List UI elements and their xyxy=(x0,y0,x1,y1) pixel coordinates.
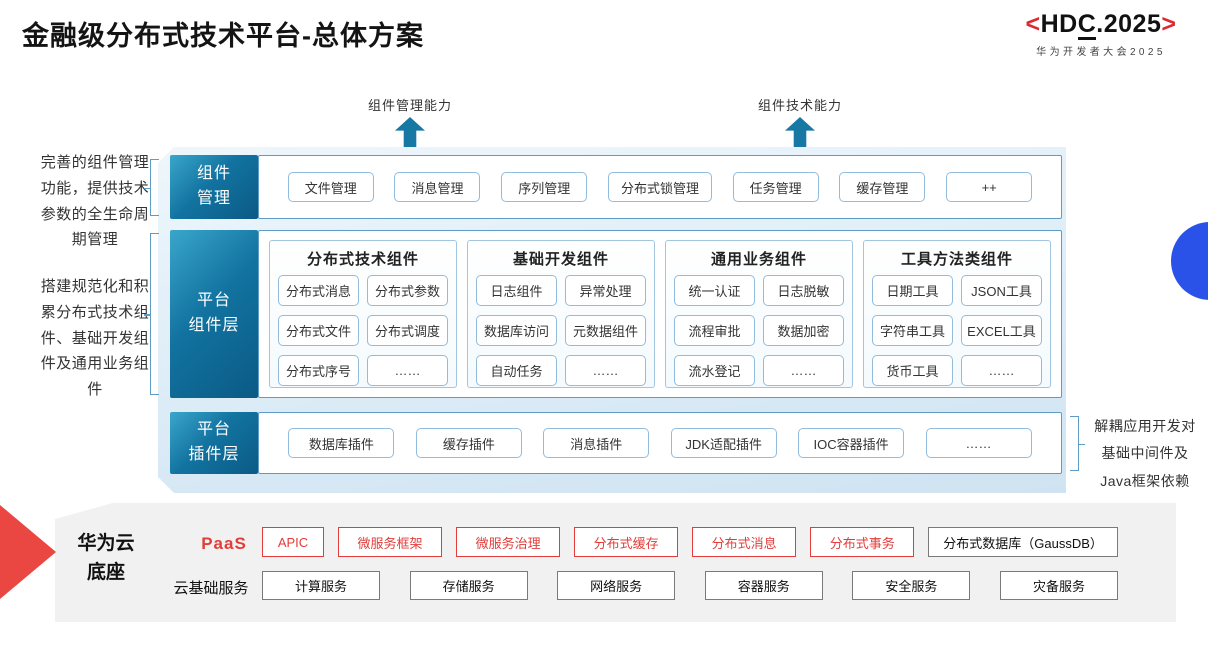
plugin-box: …… xyxy=(925,428,1032,458)
capability-arrow-management: 组件管理能力 xyxy=(348,95,472,155)
bracket-component-mgmt xyxy=(144,159,159,216)
component-box: EXCEL工具 xyxy=(961,315,1042,346)
layer-label-platform-components: 平台 组件层 xyxy=(170,230,258,398)
component-box: ++ xyxy=(946,172,1033,202)
component-box: 分布式序号 xyxy=(278,355,359,386)
component-box: 分布式消息 xyxy=(278,275,359,306)
component-box: 统一认证 xyxy=(674,275,755,306)
bracket-plugins-note xyxy=(1070,416,1085,471)
component-box: 任务管理 xyxy=(732,172,819,202)
cloud-service-box: 安全服务 xyxy=(852,571,971,600)
paas-service-box: 分布式事务 xyxy=(810,527,915,557)
capability-arrow-technology: 组件技术能力 xyxy=(738,95,862,155)
plugin-box: 消息插件 xyxy=(543,428,650,458)
platform-plugins-row: 数据库插件缓存插件消息插件 JDK适配插件 IOC容器插件 …… xyxy=(258,412,1062,474)
component-box: JSON工具 xyxy=(961,275,1042,306)
hdc-logo: <HDC.2025> 华为开发者大会2025 xyxy=(1000,10,1202,58)
column-common-business: 通用业务组件 统一认证日志脱敏流程审批数据加密流水登记 …… xyxy=(665,240,853,388)
column-title: 工具方法类组件 xyxy=(900,251,1013,268)
left-note-platform-components: 搭建规范化和积累分布式技术组件、基础开发组件及通用业务组件 xyxy=(40,278,150,399)
component-box: 分布式调度 xyxy=(367,315,448,346)
column-title: 基础开发组件 xyxy=(512,251,609,268)
column-title: 分布式技术组件 xyxy=(306,251,419,268)
plugin-box: 数据库插件 xyxy=(288,428,395,458)
right-note-decoupling: 解耦应用开发对基础中间件及Java框架依赖 xyxy=(1094,418,1196,489)
paas-service-box-gaussdb: 分布式数据库（GaussDB） xyxy=(928,527,1118,557)
paas-service-box: 分布式消息 xyxy=(692,527,797,557)
paas-service-box: 分布式缓存 xyxy=(574,527,679,557)
component-box: 文件管理 xyxy=(287,172,374,202)
component-box: …… xyxy=(961,355,1042,386)
component-box: 日志组件 xyxy=(476,275,557,306)
column-utility-tools: 工具方法类组件 日期工具 JSON工具字符串工具 EXCEL工具货币工具 …… xyxy=(863,240,1051,388)
plugin-box: IOC容器插件 xyxy=(798,428,905,458)
component-box: 流程审批 xyxy=(674,315,755,346)
blue-circle-decoration xyxy=(1171,222,1208,300)
plugin-box: JDK适配插件 xyxy=(670,428,777,458)
component-box: 分布式参数 xyxy=(367,275,448,306)
paas-services-row: APIC 微服务框架微服务治理分布式缓存分布式消息分布式事务分布式数据库（Gaus… xyxy=(262,527,1118,557)
component-box: …… xyxy=(367,355,448,386)
component-box: 元数据组件 xyxy=(565,315,646,346)
platform-components-row: 分布式技术组件 分布式消息分布式参数分布式文件分布式调度分布式序号 …… 基础开发… xyxy=(258,230,1062,398)
column-basic-dev: 基础开发组件 日志组件异常处理数据库访问元数据组件自动任务 …… xyxy=(467,240,655,388)
bracket-platform-components xyxy=(144,233,159,395)
arrow-label: 组件技术能力 xyxy=(757,98,842,113)
cloud-service-box: 存储服务 xyxy=(409,571,528,600)
plugin-box: 缓存插件 xyxy=(415,428,522,458)
left-note-component-management: 完善的组件管理功能，提供技术参数的全生命周期管理 xyxy=(40,154,150,249)
component-box: 异常处理 xyxy=(565,275,646,306)
component-box: 日期工具 xyxy=(872,275,953,306)
paas-service-box: 微服务治理 xyxy=(456,527,561,557)
component-box: 日志脱敏 xyxy=(763,275,844,306)
logo-right-bracket: > xyxy=(1161,10,1177,38)
arrow-label: 组件管理能力 xyxy=(367,98,452,113)
component-box: 分布式锁管理 xyxy=(607,172,712,202)
component-box: 数据库访问 xyxy=(476,315,557,346)
component-mgmt-row: 文件管理消息管理序列管理分布式锁管理任务管理缓存管理 ++ xyxy=(258,155,1062,219)
component-box: 数据加密 xyxy=(763,315,844,346)
red-arrow-icon xyxy=(0,505,56,599)
hdc-logo-text: <HDC.2025> xyxy=(1000,10,1202,41)
foundation-label: 华为云 底座 xyxy=(77,533,135,583)
cloud-basic-services-label: 云基础服务 xyxy=(173,580,249,597)
component-box: 流水登记 xyxy=(674,355,755,386)
column-distributed-tech: 分布式技术组件 分布式消息分布式参数分布式文件分布式调度分布式序号 …… xyxy=(269,240,457,388)
layer-label-component-mgmt: 组件 管理 xyxy=(170,155,258,219)
cloud-service-box: 灾备服务 xyxy=(999,571,1118,600)
component-box: 消息管理 xyxy=(394,172,481,202)
page-title: 金融级分布式技术平台-总体方案 xyxy=(22,21,424,51)
layer-label-platform-plugins: 平台 插件层 xyxy=(170,412,258,474)
huawei-cloud-foundation-band xyxy=(55,503,1176,622)
component-box: 字符串工具 xyxy=(872,315,953,346)
cloud-service-box: 网络服务 xyxy=(557,571,676,600)
component-box: 货币工具 xyxy=(872,355,953,386)
component-box: 自动任务 xyxy=(476,355,557,386)
logo-left-bracket: < xyxy=(1025,10,1041,38)
paas-service-box: APIC xyxy=(262,527,324,557)
column-title: 通用业务组件 xyxy=(710,251,807,268)
paas-service-box: 微服务框架 xyxy=(338,527,443,557)
cloud-services-row: 计算服务存储服务网络服务容器服务安全服务灾备服务 xyxy=(262,571,1118,600)
cloud-service-box: 容器服务 xyxy=(704,571,823,600)
component-box: 序列管理 xyxy=(501,172,588,202)
cloud-service-box: 计算服务 xyxy=(262,571,380,600)
component-box: 缓存管理 xyxy=(839,172,926,202)
component-box: …… xyxy=(763,355,844,386)
component-box: 分布式文件 xyxy=(278,315,359,346)
component-box: …… xyxy=(565,355,646,386)
paas-label: PaaS xyxy=(201,534,247,553)
hdc-logo-subtitle: 华为开发者大会2025 xyxy=(1036,47,1166,59)
